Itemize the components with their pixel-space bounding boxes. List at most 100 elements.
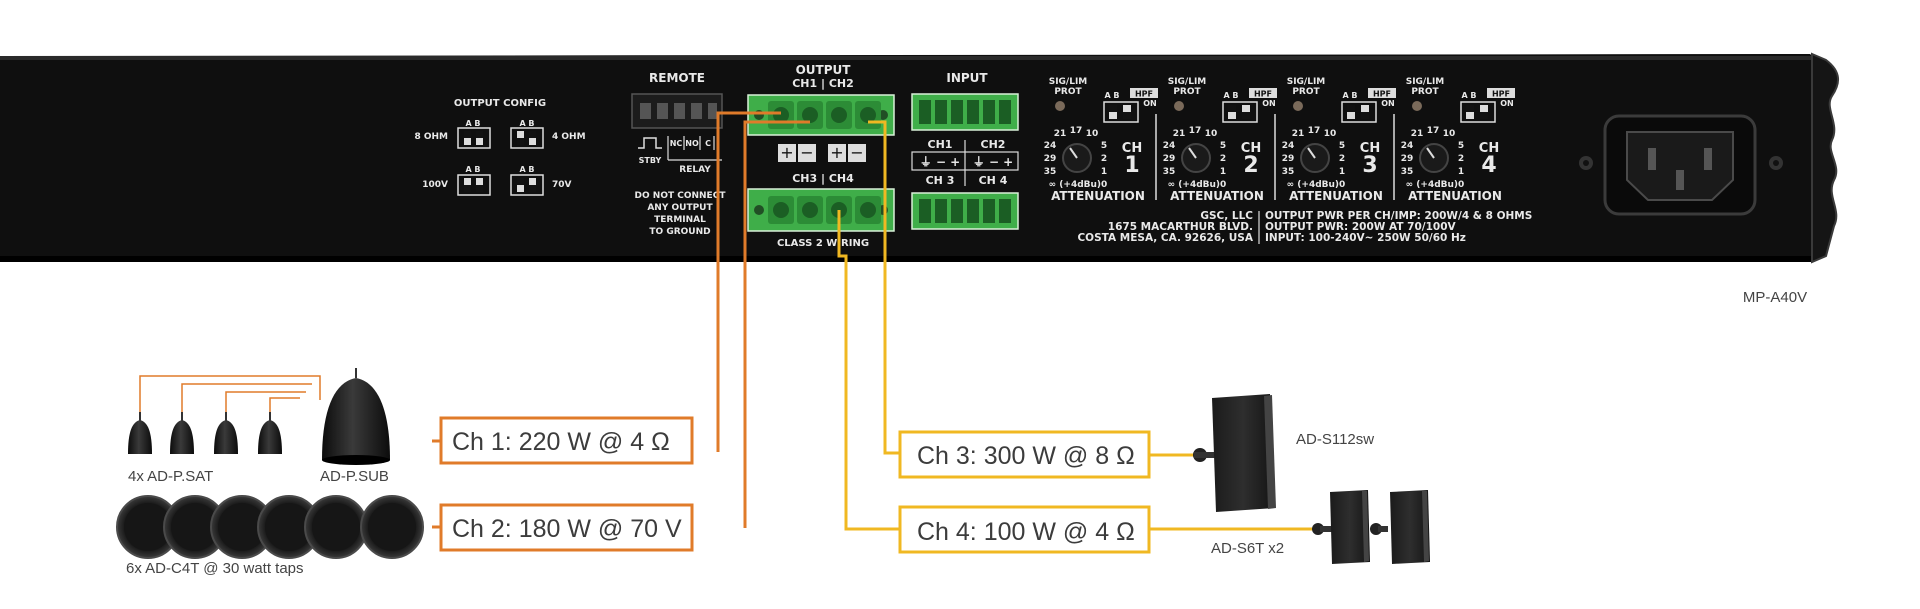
hpf-badge <box>1130 88 1158 98</box>
svg-text:COSTA MESA, CA. 92626, USA: COSTA MESA, CA. 92626, USA <box>1077 232 1253 244</box>
ch-label: CH <box>1122 141 1142 156</box>
power-inlet[interactable] <box>1579 114 1783 216</box>
ch-number: 3 <box>1362 153 1377 178</box>
channel-box-1: Ch 1: 220 W @ 4 Ω <box>439 416 694 465</box>
scale-label: 2 <box>1458 154 1464 164</box>
hpf-label: HPF <box>1254 90 1272 99</box>
ceiling-speaker <box>116 495 180 559</box>
ceiling-speaker <box>163 495 227 559</box>
remote-terminal[interactable] <box>631 93 723 129</box>
siglim-led <box>1293 101 1303 111</box>
scale-label: 17 <box>1189 126 1202 136</box>
satellite-speaker <box>128 412 152 454</box>
output-terminal-ch1-ch2[interactable] <box>747 94 895 136</box>
dip-switch-4ohm[interactable] <box>510 127 544 149</box>
siglim-label: SIG/LIM <box>1168 77 1207 87</box>
scale-label: 10 <box>1443 129 1456 139</box>
s112-label: AD-S112sw <box>1296 431 1374 448</box>
input-terminal-ch3-ch4[interactable] <box>911 192 1019 230</box>
ceiling-speakers <box>116 495 424 559</box>
on-label: ON <box>1143 99 1157 108</box>
pendant-subwoofer <box>322 368 390 465</box>
satellite-speaker <box>214 412 238 454</box>
svg-text:GSC, LLC: GSC, LLC <box>1200 210 1253 222</box>
hpf-label: HPF <box>1492 90 1510 99</box>
svg-text:CH1: CH1 <box>928 138 953 151</box>
scale-label: 29 <box>1163 154 1176 164</box>
attenuation-knob[interactable] <box>1181 143 1211 173</box>
remote-block: REMOTE STBY NC NO C RELAY <box>631 71 723 175</box>
scale-label: 5 <box>1339 141 1345 151</box>
attenuation-knob[interactable] <box>1062 143 1092 173</box>
scale-label: 21 <box>1411 129 1424 139</box>
hpf-badge <box>1249 88 1277 98</box>
attenuation-knob[interactable] <box>1300 143 1330 173</box>
wire-ch3 <box>868 120 900 455</box>
ch-number: 2 <box>1243 153 1258 178</box>
satellite-speaker <box>258 412 282 454</box>
hpf-label: HPF <box>1373 90 1391 99</box>
hpf-dip-switch[interactable] <box>1341 101 1377 123</box>
hpf-badge <box>1487 88 1515 98</box>
siglim-label: SIG/LIM <box>1406 77 1445 87</box>
scale-label: 10 <box>1324 129 1337 139</box>
ceiling-speaker <box>304 495 368 559</box>
channel-box-label: Ch 1: 220 W @ 4 Ω <box>452 428 670 456</box>
ab-label: A B <box>1342 91 1357 100</box>
wall-speakers-s6t <box>1312 490 1430 564</box>
svg-text:A B: A B <box>519 119 534 128</box>
dip-switch-8ohm[interactable] <box>457 127 491 149</box>
channel-box-label: Ch 2: 180 W @ 70 V <box>452 515 682 543</box>
scale-label: 21 <box>1173 129 1186 139</box>
svg-text:CH1 | CH2: CH1 | CH2 <box>792 77 854 90</box>
attenuation-label: ATTENUATION <box>1408 189 1502 203</box>
svg-text:−: − <box>800 143 813 162</box>
ch-label: CH <box>1360 141 1380 156</box>
on-label: ON <box>1500 99 1514 108</box>
ceiling-speaker <box>257 495 321 559</box>
dip-switch-100v[interactable] <box>457 174 491 196</box>
scale-label: 1 <box>1220 167 1226 177</box>
prot-label: PROT <box>1411 87 1439 97</box>
svg-text:+: + <box>830 143 843 162</box>
svg-text:⏚ − +: ⏚ − + <box>973 155 1013 169</box>
channel-box-4: Ch 4: 100 W @ 4 Ω <box>898 505 1151 554</box>
ab-label: A B <box>1461 91 1476 100</box>
prot-label: PROT <box>1173 87 1201 97</box>
pendant-satellites <box>128 412 282 454</box>
scale-label: 24 <box>1282 141 1295 151</box>
scale-label: 10 <box>1086 129 1099 139</box>
scale-label: 1 <box>1339 167 1345 177</box>
scale-label: 5 <box>1101 141 1107 151</box>
input-terminal-ch1-ch2[interactable] <box>911 93 1019 131</box>
svg-text:NO: NO <box>685 139 699 148</box>
scale-label: 2 <box>1220 154 1226 164</box>
scale-label: 24 <box>1044 141 1057 151</box>
hpf-dip-switch[interactable] <box>1103 101 1139 123</box>
prot-label: PROT <box>1054 87 1082 97</box>
siglim-led <box>1055 101 1065 111</box>
wire-ch1 <box>716 111 781 452</box>
output-config-title: OUTPUT CONFIG <box>454 98 546 109</box>
svg-text:NC: NC <box>670 139 683 148</box>
attenuation-label: ATTENUATION <box>1170 189 1264 203</box>
output-terminal-ch3-ch4[interactable] <box>747 188 895 232</box>
svg-text:A B: A B <box>465 165 480 174</box>
manufacturer-info: GSC, LLC 1675 MACARTHUR BLVD. COSTA MESA… <box>1077 210 1532 244</box>
amplifier-rear-panel <box>0 52 1839 264</box>
scale-label: ∞ (+4dBu)0 <box>1049 180 1108 190</box>
dip-switch-70v[interactable] <box>510 174 544 196</box>
hpf-dip-switch[interactable] <box>1460 101 1496 123</box>
svg-text:⏚ − +: ⏚ − + <box>920 155 960 169</box>
scale-label: 35 <box>1282 167 1295 177</box>
hpf-dip-switch[interactable] <box>1222 101 1258 123</box>
attenuation-label: ATTENUATION <box>1289 189 1383 203</box>
channel-box-3: Ch 3: 300 W @ 8 Ω <box>898 430 1151 479</box>
scale-label: 29 <box>1044 154 1057 164</box>
svg-text:CLASS 2 WIRING: CLASS 2 WIRING <box>777 238 869 249</box>
on-label: ON <box>1381 99 1395 108</box>
attenuation-knob[interactable] <box>1419 143 1449 173</box>
ch-label: CH <box>1479 141 1499 156</box>
